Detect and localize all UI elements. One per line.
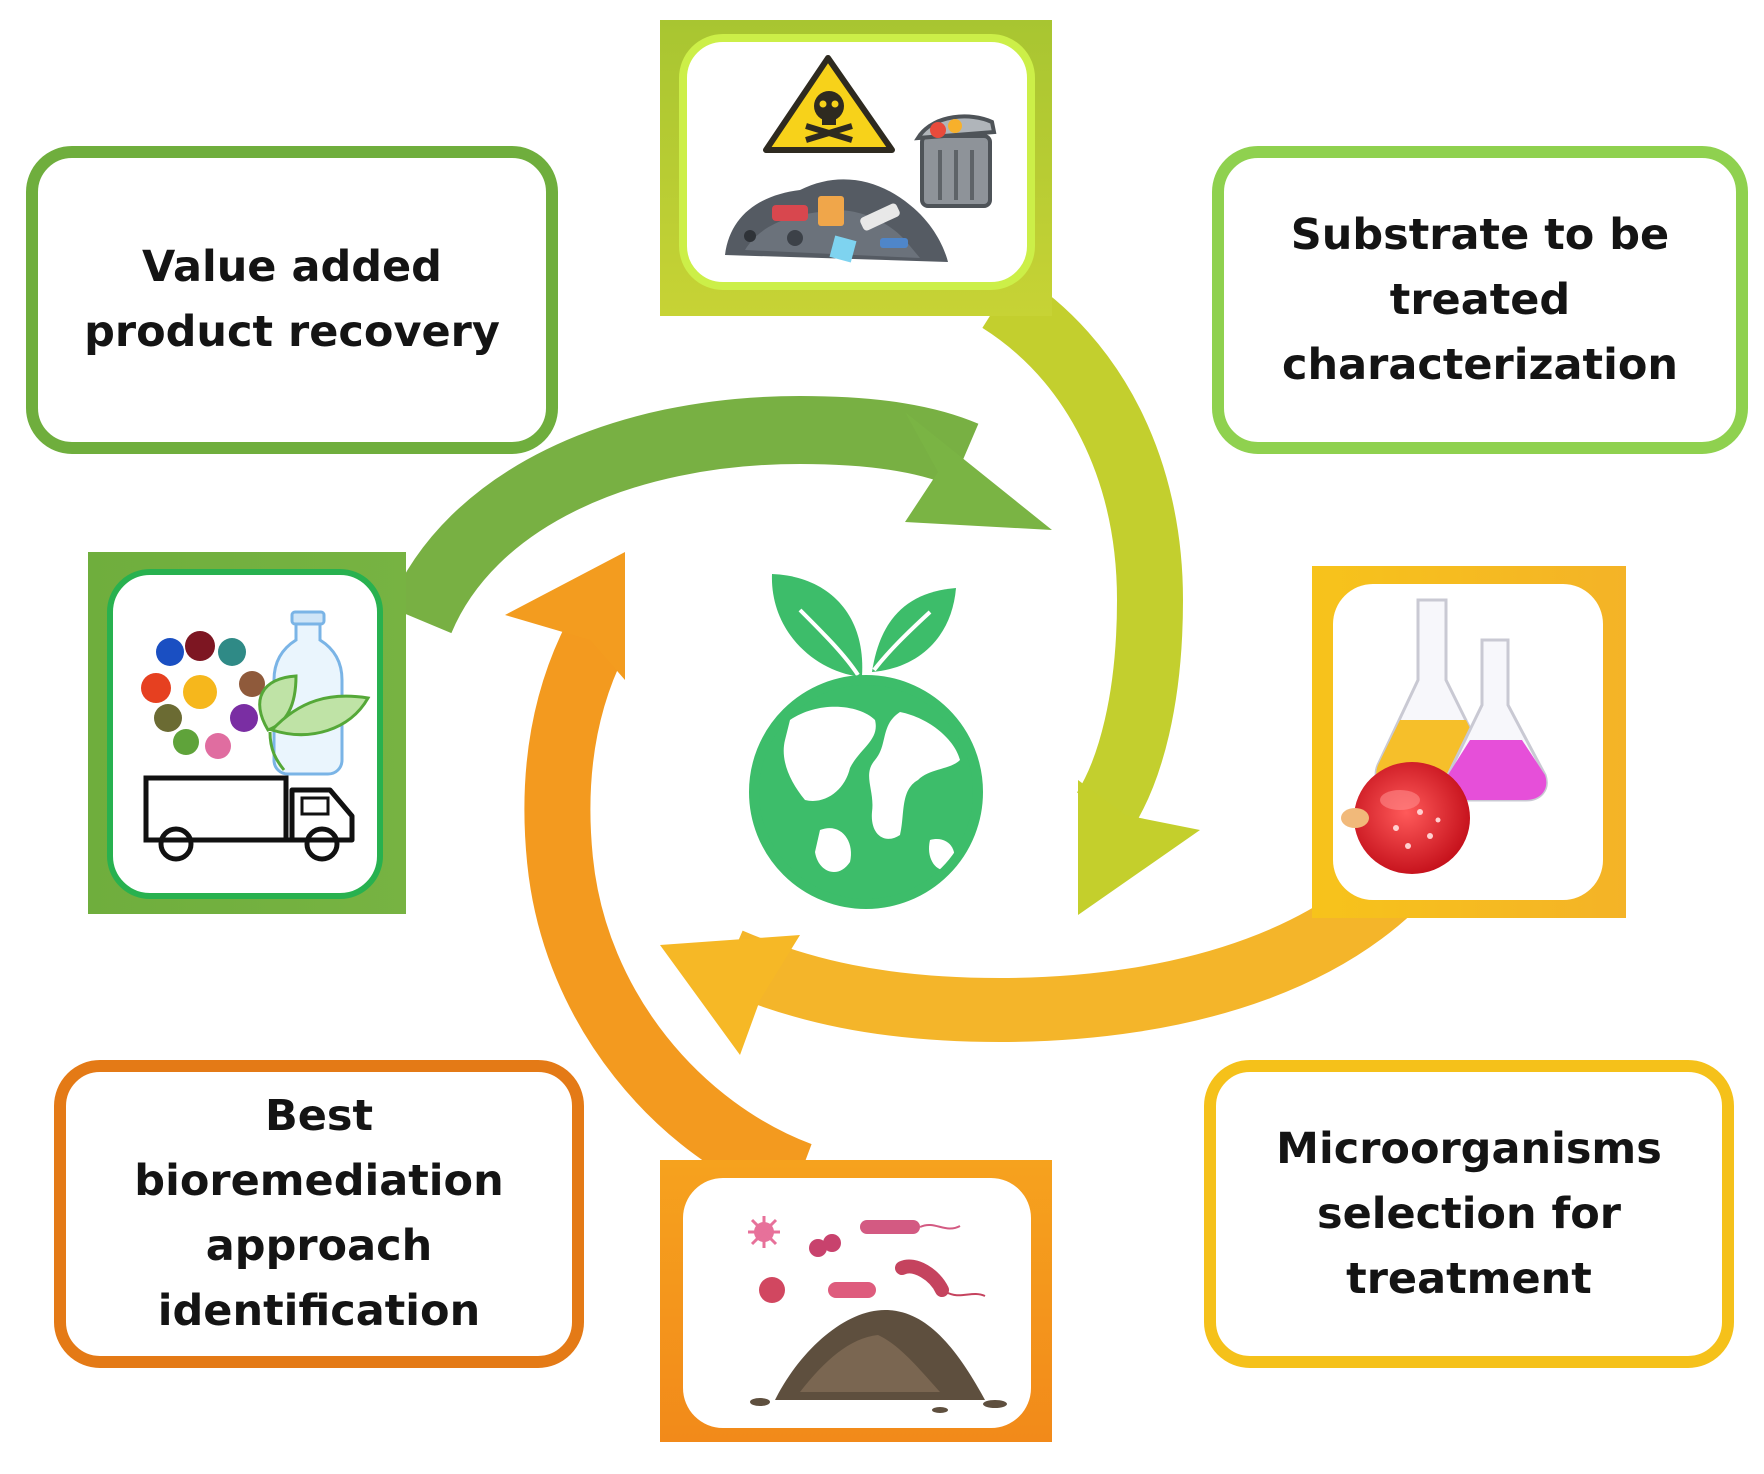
value-added-product-recovery-label: Value added product recovery bbox=[84, 242, 500, 357]
best-bioremediation-approach-label: Best bioremediation approach identificat… bbox=[134, 1091, 504, 1336]
recovered-products-truck-icon bbox=[141, 610, 371, 862]
yellow-cycle-arrow bbox=[660, 812, 1468, 1055]
value-added-product-recovery-box: Value added product recovery bbox=[26, 146, 558, 454]
substrate-characterization-label: Substrate to be treated characterization bbox=[1282, 209, 1678, 390]
hazardous-waste-icon bbox=[725, 55, 997, 263]
yellow-green-cycle-arrow bbox=[981, 272, 1200, 915]
soil-microbes-icon bbox=[748, 1216, 1007, 1413]
best-bioremediation-approach-box: Best bioremediation approach identificat… bbox=[54, 1060, 584, 1368]
lab-flasks-culture-icon bbox=[1341, 598, 1548, 874]
left-image-panel bbox=[88, 552, 406, 914]
green-cycle-arrow bbox=[388, 395, 1052, 634]
earth-sprout-icon bbox=[749, 574, 983, 909]
microorganisms-selection-label: Microorganisms selection for treatment bbox=[1276, 1123, 1662, 1304]
substrate-characterization-box: Substrate to be treated characterization bbox=[1212, 146, 1748, 454]
bottom-image-panel bbox=[660, 1160, 1052, 1442]
orange-cycle-arrow bbox=[505, 552, 813, 1206]
microorganisms-selection-box: Microorganisms selection for treatment bbox=[1204, 1060, 1734, 1368]
right-image-panel bbox=[1312, 566, 1626, 918]
top-image-panel bbox=[660, 20, 1052, 316]
